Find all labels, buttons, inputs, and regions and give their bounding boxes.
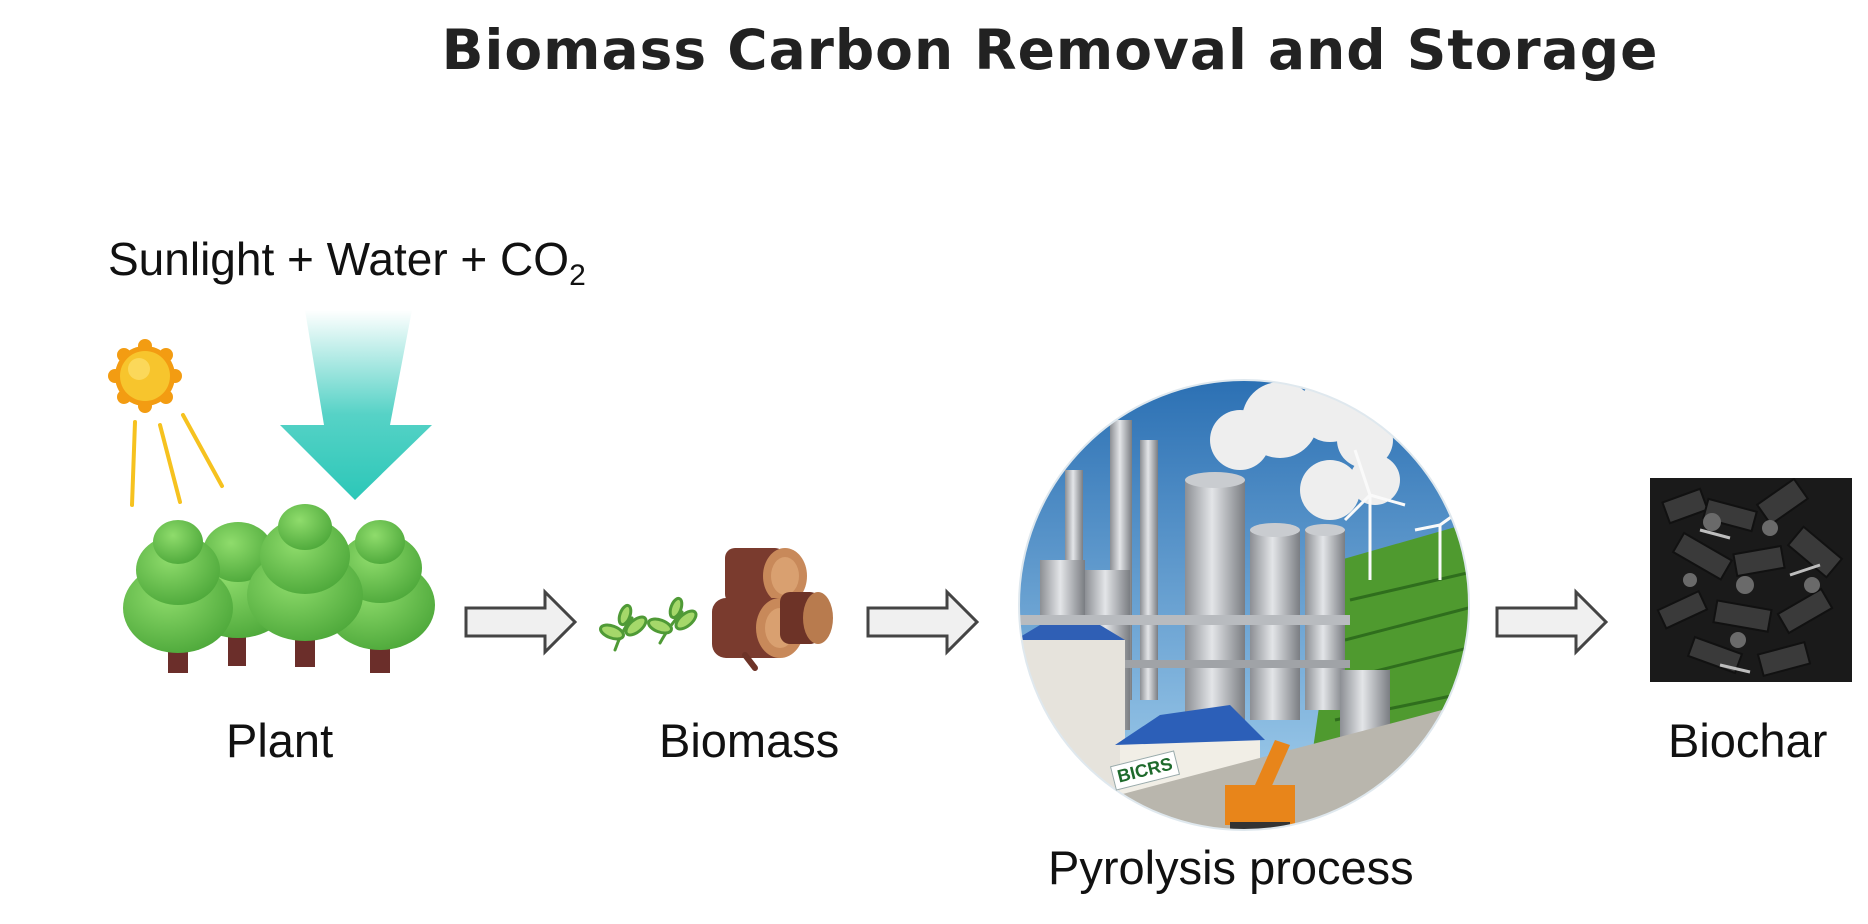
stage-label-biochar: Biochar bbox=[1668, 714, 1828, 767]
inputs-text: Sunlight + Water + CO bbox=[108, 233, 570, 285]
stage-label-biomass: Biomass bbox=[659, 714, 840, 767]
stage-label-plant: Plant bbox=[226, 714, 334, 767]
stage-label-pyrolysis: Pyrolysis process bbox=[1048, 841, 1414, 894]
inputs-label: Sunlight + Water + CO2 bbox=[108, 232, 586, 293]
page-title: Biomass Carbon Removal and Storage bbox=[441, 18, 1659, 82]
inputs-subscript: 2 bbox=[569, 259, 586, 292]
facility-sign: BICRS bbox=[1109, 750, 1181, 791]
